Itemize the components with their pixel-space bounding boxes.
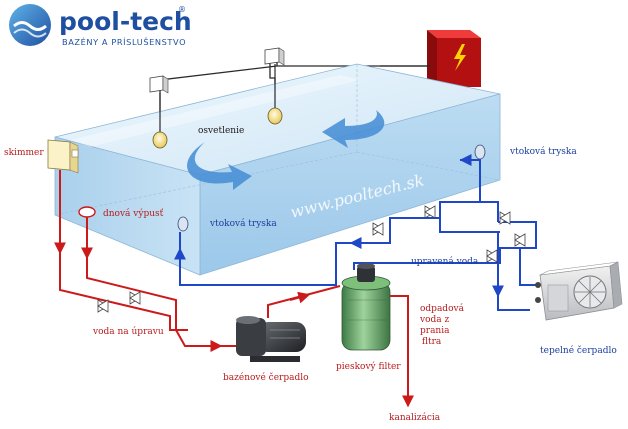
logo-tagline: BAZÉNY A PRÍSLUŠENSTVO	[62, 36, 186, 47]
pool-light-left-icon	[152, 93, 168, 149]
switch-box-left	[149, 75, 169, 94]
label-odpadova-line-2: voda z	[419, 315, 449, 325]
valve-clean-1-icon	[372, 222, 384, 236]
valve-clean-4-icon	[514, 233, 526, 247]
label-odpadova-line-4: fltra	[422, 337, 442, 347]
logo-registered-mark: ®	[178, 5, 186, 14]
label-vtokova-tryska-left: vtoková tryska	[209, 218, 277, 229]
valve-dirty-2-icon	[129, 291, 141, 305]
pooltech-logo: pool-tech ® BAZÉNY A PRÍSLUŠENSTVO	[9, 4, 192, 47]
valve-dirty-1-icon	[97, 299, 109, 313]
circulation-arrow-right-icon	[322, 110, 385, 148]
valve-clean-2-icon	[424, 205, 436, 219]
valve-clean-5-icon	[486, 249, 498, 263]
label-odpadova-voda: odpadová voda z prania fltra	[419, 303, 465, 347]
switch-box-right	[264, 47, 285, 66]
label-bazenove-cerpadlo: bazénové čerpadlo	[223, 372, 309, 383]
pool-light-right-icon	[267, 64, 283, 125]
label-pieskovy-filter: pieskový filter	[336, 361, 401, 372]
high-voltage-icon	[454, 44, 466, 71]
label-dnova-vypust: dnová výpusť	[103, 208, 164, 219]
inlet-nozzle-left-icon	[177, 216, 189, 232]
pool-basin	[54, 63, 501, 276]
label-tepelne-cerpadlo: tepelné čerpadlo	[540, 345, 617, 356]
main-drain-icon	[78, 206, 96, 218]
label-vtokova-tryska-right: vtoková tryska	[509, 146, 577, 157]
label-skimmer: skimmer	[4, 148, 44, 158]
label-kanalizacia: kanalizácia	[389, 412, 441, 423]
label-upravena-voda: upravená voda	[411, 256, 479, 267]
label-odpadova-line-3: prania	[420, 326, 450, 336]
label-odpadova-line-1: odpadová	[420, 303, 465, 314]
heat-pump-icon	[535, 261, 623, 321]
sand-filter-icon	[341, 263, 391, 351]
label-voda-na-upravu: voda na úpravu	[92, 326, 164, 337]
valve-clean-3-icon	[499, 211, 511, 225]
label-osvetlenie: osvetlenie	[198, 126, 244, 136]
logo-brand-text: pool-tech	[59, 7, 192, 36]
circulation-arrow-left-icon	[187, 142, 252, 190]
pool-pump-icon	[236, 316, 306, 362]
inlet-nozzle-right-icon	[474, 144, 486, 160]
skimmer-icon	[47, 139, 79, 174]
electric-cabinet	[427, 30, 481, 87]
